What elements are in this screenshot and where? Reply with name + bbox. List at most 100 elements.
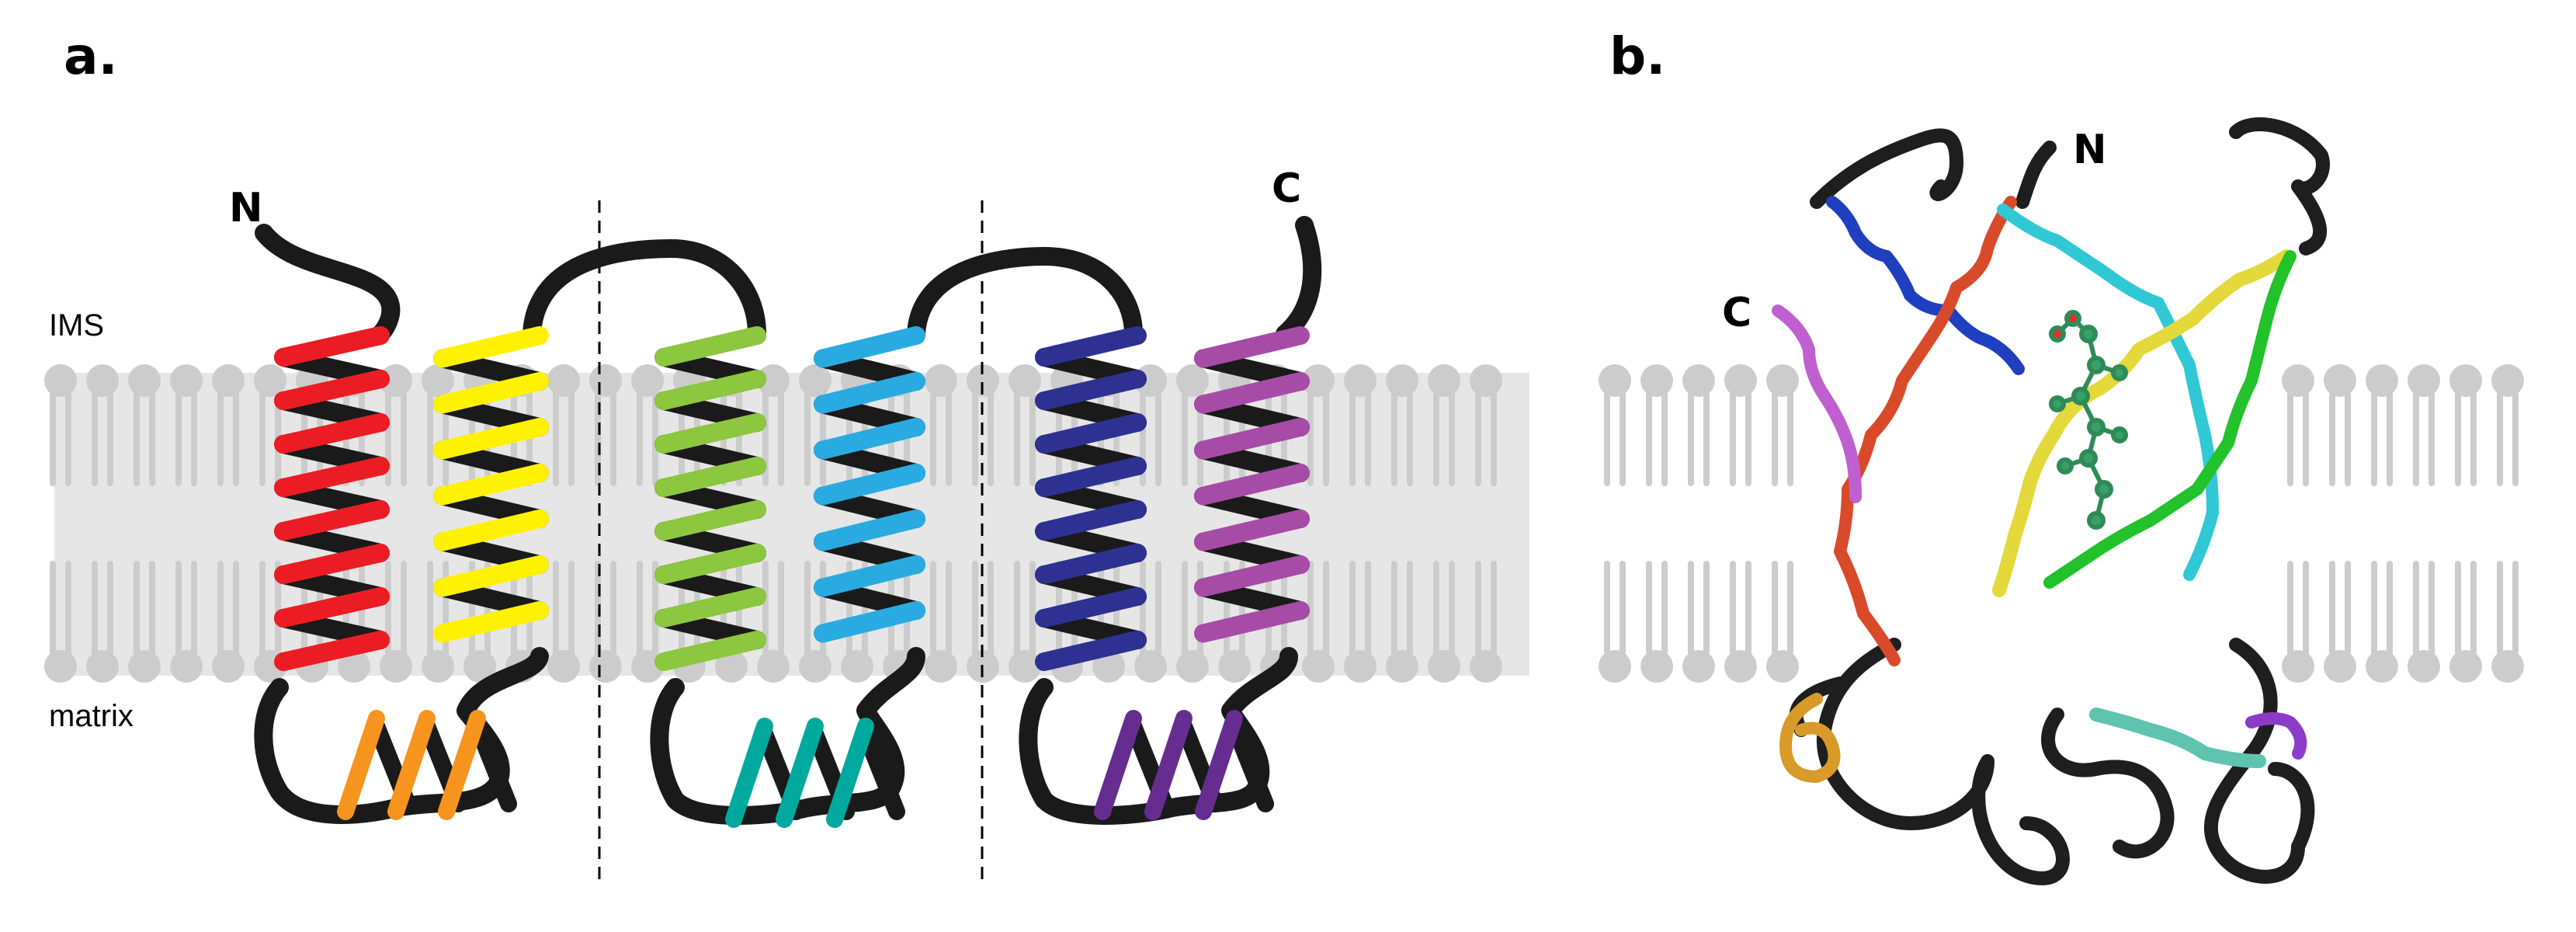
panel-b: b. <box>1599 26 2524 885</box>
tm-helix-3-front-segment <box>654 587 766 628</box>
n-terminus-label-b: N <box>2073 127 2107 173</box>
lipid <box>2491 364 2524 486</box>
lipid <box>1766 364 1799 486</box>
tm-helix-1 <box>274 326 390 671</box>
tm-helix-6-front-segment <box>1194 418 1310 460</box>
tm-helix-1-front-segment <box>274 587 390 628</box>
tm-helix-1-front-segment <box>274 457 390 497</box>
tm-helix-2-front-segment <box>433 418 549 460</box>
tm-helix-4-front-segment <box>814 509 925 551</box>
lipid <box>2282 364 2314 486</box>
tm-helix-4 <box>814 326 925 643</box>
tm-helix-4-front-segment <box>814 418 925 460</box>
lipid <box>2449 364 2482 486</box>
lipid <box>1599 561 1631 683</box>
ims-label: IMS <box>49 308 104 343</box>
ribbon-helix-yellow <box>1992 249 2293 597</box>
tm-helix-1-front-segment <box>274 500 390 541</box>
lipid <box>1766 561 1799 683</box>
tm-helix-3-front-segment <box>654 370 766 410</box>
tm-helix-3-front-segment <box>654 544 766 584</box>
lipid <box>1599 364 1631 486</box>
tm-helix-6-front-segment <box>1194 464 1310 506</box>
tm-helix-5-front-segment <box>1035 326 1147 367</box>
matrix-helix-2-front-segment <box>776 718 824 828</box>
matrix-helix-2-front-segment <box>826 718 874 828</box>
lipid <box>2324 364 2356 486</box>
tm-helix-5-front-segment <box>1035 500 1147 541</box>
ribbon-helix-orange <box>1779 693 1841 783</box>
tm-helix-6-front-segment <box>1194 601 1310 643</box>
lipid <box>1682 561 1715 683</box>
panel-a: a. N C IMS ma <box>44 26 1529 885</box>
matrix-helix-2 <box>725 718 905 828</box>
ribbon-loops <box>1789 117 2330 885</box>
tm-helix-5-front-segment <box>1035 544 1147 584</box>
panel-a-letter: a. <box>64 26 118 86</box>
protein-ribbon-structure <box>1772 117 2330 885</box>
tm-helix-1-front-segment <box>274 326 390 367</box>
lipid <box>1682 364 1715 486</box>
ribbon-helix-green <box>2043 250 2297 589</box>
tm-helix-4-front-segment <box>814 555 925 597</box>
matrix-helix-3-front-segment <box>1094 710 1142 820</box>
matrix-helix-2-front-segment <box>725 718 773 828</box>
ims-loop-1 <box>522 239 766 343</box>
tm-helix-5-front-segment <box>1035 413 1147 454</box>
tm-helix-1-front-segment <box>274 631 390 671</box>
tm-helix-4-front-segment <box>814 464 925 506</box>
matrix-helix-3-front-segment <box>1195 710 1243 820</box>
n-terminus-label-a: N <box>229 185 263 231</box>
tm-helix-4-front-segment <box>814 326 925 368</box>
tm-helix-3 <box>654 326 766 671</box>
tm-helix-6-front-segment <box>1194 372 1310 414</box>
c-terminal-tail <box>1276 216 1322 343</box>
lipid <box>2491 561 2524 683</box>
matrix-helix-1-back-segment <box>469 718 517 812</box>
lipid <box>2408 364 2440 486</box>
tm-helix-2-front-segment <box>433 326 549 368</box>
lipid <box>1640 561 1673 683</box>
lipid <box>2449 561 2482 683</box>
tm-helix-1-front-segment <box>274 544 390 584</box>
lipid <box>1724 561 1757 683</box>
lipid <box>2366 364 2398 486</box>
ribbon-helix-magenta <box>1772 304 1862 503</box>
tm-helix-1-front-segment <box>274 370 390 410</box>
ribbon-helix-blue <box>1826 196 2025 375</box>
membrane-bilayer-b-left <box>1599 364 1799 683</box>
matrix-helix-3-back-segment <box>1226 718 1274 812</box>
tm-helix-5 <box>1035 326 1147 671</box>
matrix-label: matrix <box>49 699 134 733</box>
tm-helix-5-front-segment <box>1035 631 1147 671</box>
matrix-helix-3-front-segment <box>1144 710 1193 820</box>
matrix-helix-1 <box>337 710 517 820</box>
matrix-helix-1-front-segment <box>387 710 436 820</box>
tm-helix-6-front-segment <box>1194 509 1310 551</box>
ribbon-helix-cyan <box>1997 203 2219 581</box>
tm-helix-6 <box>1194 326 1310 643</box>
membrane-bilayer-b-right <box>2282 364 2524 683</box>
matrix-helix-3 <box>1094 710 1274 820</box>
bound-ligand <box>2049 310 2128 530</box>
matrix-helix-2-back-segment <box>857 725 905 820</box>
lipid <box>2366 561 2398 683</box>
lipid <box>1640 364 1673 486</box>
tm-helix-6-front-segment <box>1194 555 1310 597</box>
tm-helix-4-front-segment <box>814 372 925 414</box>
ribbon-helix-teal <box>2089 708 2266 768</box>
c-terminus-label-a: C <box>1272 165 1301 212</box>
tm-helix-5-front-segment <box>1035 587 1147 628</box>
tm-helix-2-front-segment <box>433 372 549 414</box>
tm-helix-1-front-segment <box>274 413 390 454</box>
lipid <box>2282 561 2314 683</box>
tm-helix-2 <box>433 326 549 643</box>
tm-helix-3-front-segment <box>654 413 766 454</box>
n-terminal-tail <box>255 224 401 343</box>
tm-helix-3-front-segment <box>654 457 766 497</box>
tm-helix-3-front-segment <box>654 500 766 541</box>
ims-loop-2 <box>907 247 1143 343</box>
tm-helix-5-front-segment <box>1035 457 1147 497</box>
tm-helix-6-front-segment <box>1194 326 1310 368</box>
